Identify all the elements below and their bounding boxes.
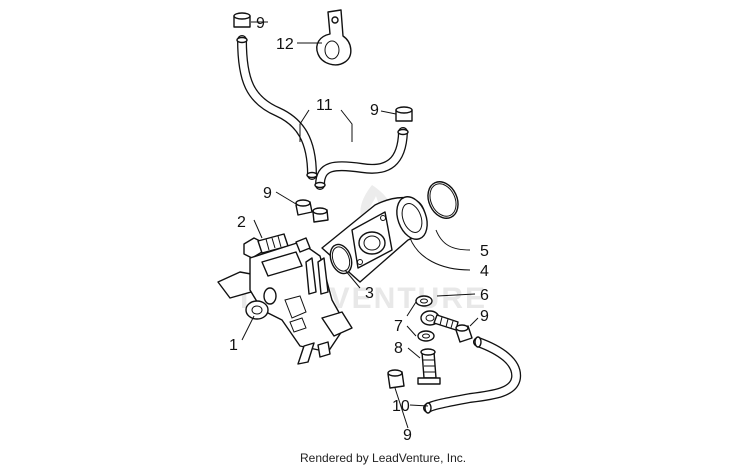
part-bolt-8 [417,348,441,385]
callout-4: 4 [480,263,489,280]
callout-2: 2 [237,214,246,231]
part-o-ring-5 [427,181,459,219]
callout-5: 5 [480,243,489,260]
callout-3: 3 [365,285,374,302]
part-hose-11 [236,35,409,190]
watermark-flame-icon [360,185,393,228]
callout-8: 8 [394,340,403,357]
part-hose-clamp-9-lower-right [455,324,473,343]
part-oil-pump-1 [217,237,353,365]
callout-6: 6 [480,287,489,304]
part-hose-clamp-9-right [395,106,413,122]
callout-9-top: 9 [256,15,265,32]
callout-10: 10 [392,398,410,415]
part-clamp-12 [316,9,352,66]
part-bolt-2 [243,233,289,259]
part-gasket-3 [329,243,353,275]
part-washers-7 [415,295,435,342]
part-hose-10 [423,336,522,414]
callout-11: 11 [316,97,333,114]
leader-lines [241,21,479,429]
part-hose-clamp-9-top [233,12,251,28]
callout-9-lower-right: 9 [480,308,489,325]
callout-7: 7 [394,318,403,335]
callout-9-mid: 9 [263,185,272,202]
callout-1: 1 [229,337,238,354]
part-hose-clamp-9-mid-b [312,207,329,223]
callout-9-bottom: 9 [403,427,412,444]
callout-9-right: 9 [370,102,379,119]
part-hose-clamp-9-lower-left [387,369,405,389]
callout-labels: 9 12 11 9 9 2 5 4 3 6 9 7 8 1 10 9 [229,15,489,444]
part-hose-clamp-9-mid-a [295,199,313,216]
rendered-by-caption: Rendered by LeadVenture, Inc. [300,451,466,465]
callout-12: 12 [276,36,294,53]
